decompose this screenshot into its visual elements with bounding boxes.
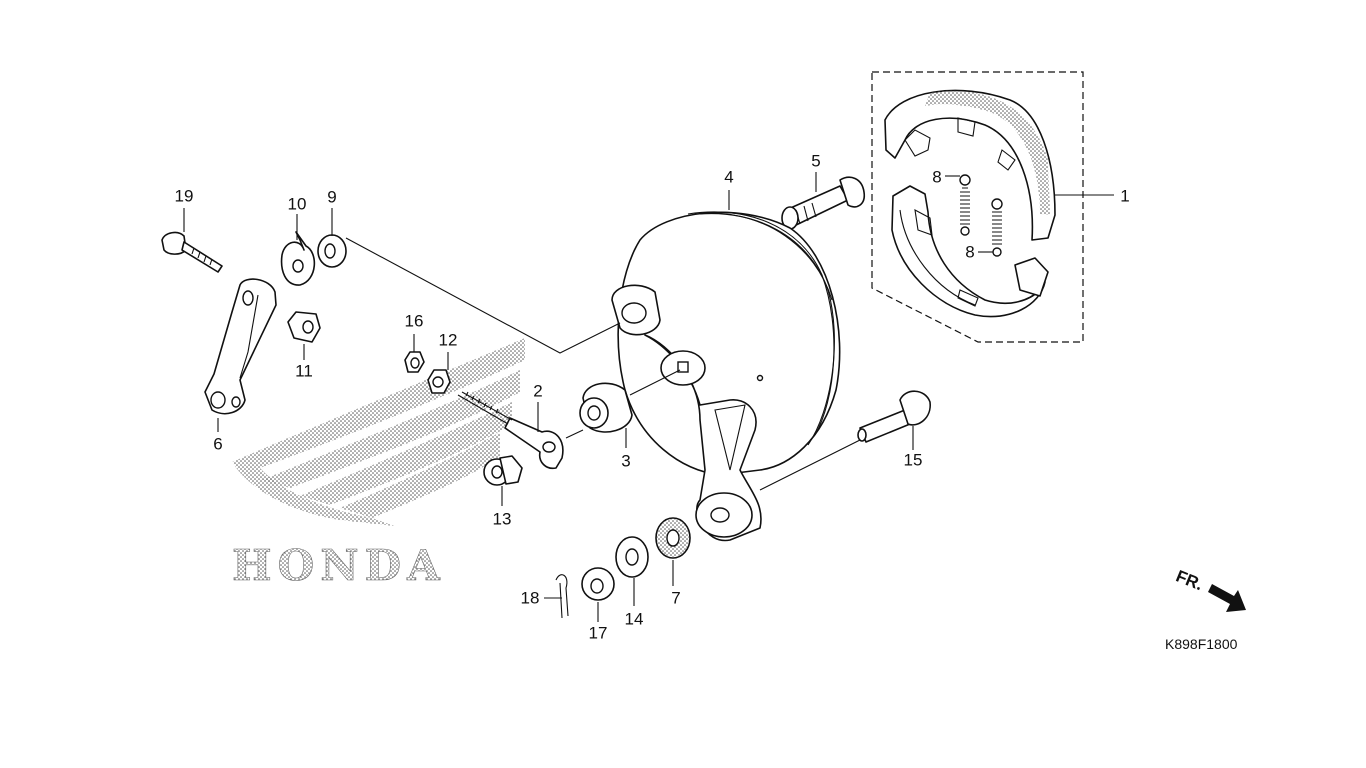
callout-8-upper: 8 (932, 167, 942, 187)
bushing (579, 382, 633, 433)
pivot-bolt (857, 390, 931, 443)
honda-wing-logo (232, 338, 525, 526)
callout-14: 14 (624, 609, 644, 629)
callout-8-lower: 8 (965, 242, 975, 262)
front-direction-label: FR. (1173, 566, 1206, 594)
castle-nut (581, 567, 615, 601)
callout-18: 18 (520, 588, 540, 608)
callout-6: 6 (213, 434, 223, 454)
callout-17: 17 (588, 623, 608, 643)
honda-logo-text: HONDA (232, 541, 446, 590)
drawing-code: K898F1800 (1165, 636, 1238, 652)
callout-16: 16 (404, 311, 424, 331)
callout-4: 4 (724, 167, 734, 187)
callout-9: 9 (327, 187, 337, 207)
brake-cam (781, 176, 866, 230)
nut-11 (287, 311, 321, 343)
front-direction-arrow (1208, 584, 1246, 612)
flange-nut-13 (483, 455, 523, 486)
nut-12 (427, 369, 451, 394)
callout-15: 15 (903, 450, 923, 470)
callout-11: 11 (295, 361, 313, 381)
brake-shoe-group-box (871, 71, 1084, 343)
leader-lines (183, 172, 1114, 622)
rubber-washer (655, 517, 691, 559)
wear-indicator-plate (280, 231, 316, 286)
callout-10: 10 (287, 194, 307, 214)
brake-panel (611, 211, 841, 542)
plain-washer (615, 536, 649, 578)
nut-16 (404, 351, 425, 373)
callout-12: 12 (438, 330, 458, 350)
brake-stopper-arm (457, 391, 564, 470)
callout-5: 5 (811, 151, 821, 171)
brake-arm (204, 278, 277, 415)
brake-shoe-lower (891, 185, 1049, 318)
assembly-lines (345, 237, 861, 491)
callout-7: 7 (671, 588, 681, 608)
bolt-19 (161, 231, 223, 273)
honda-logo-lettering: HONDA (232, 541, 446, 591)
callout-19: 19 (174, 186, 194, 206)
callout-13: 13 (492, 509, 512, 529)
brake-shoe-upper (884, 89, 1056, 241)
callout-2: 2 (533, 381, 543, 401)
spring-upper (959, 174, 971, 236)
cotter-pin (555, 574, 569, 619)
spring-lower (991, 198, 1003, 257)
callout-1: 1 (1120, 186, 1130, 206)
washer-9 (317, 234, 347, 268)
callout-3: 3 (621, 451, 631, 471)
